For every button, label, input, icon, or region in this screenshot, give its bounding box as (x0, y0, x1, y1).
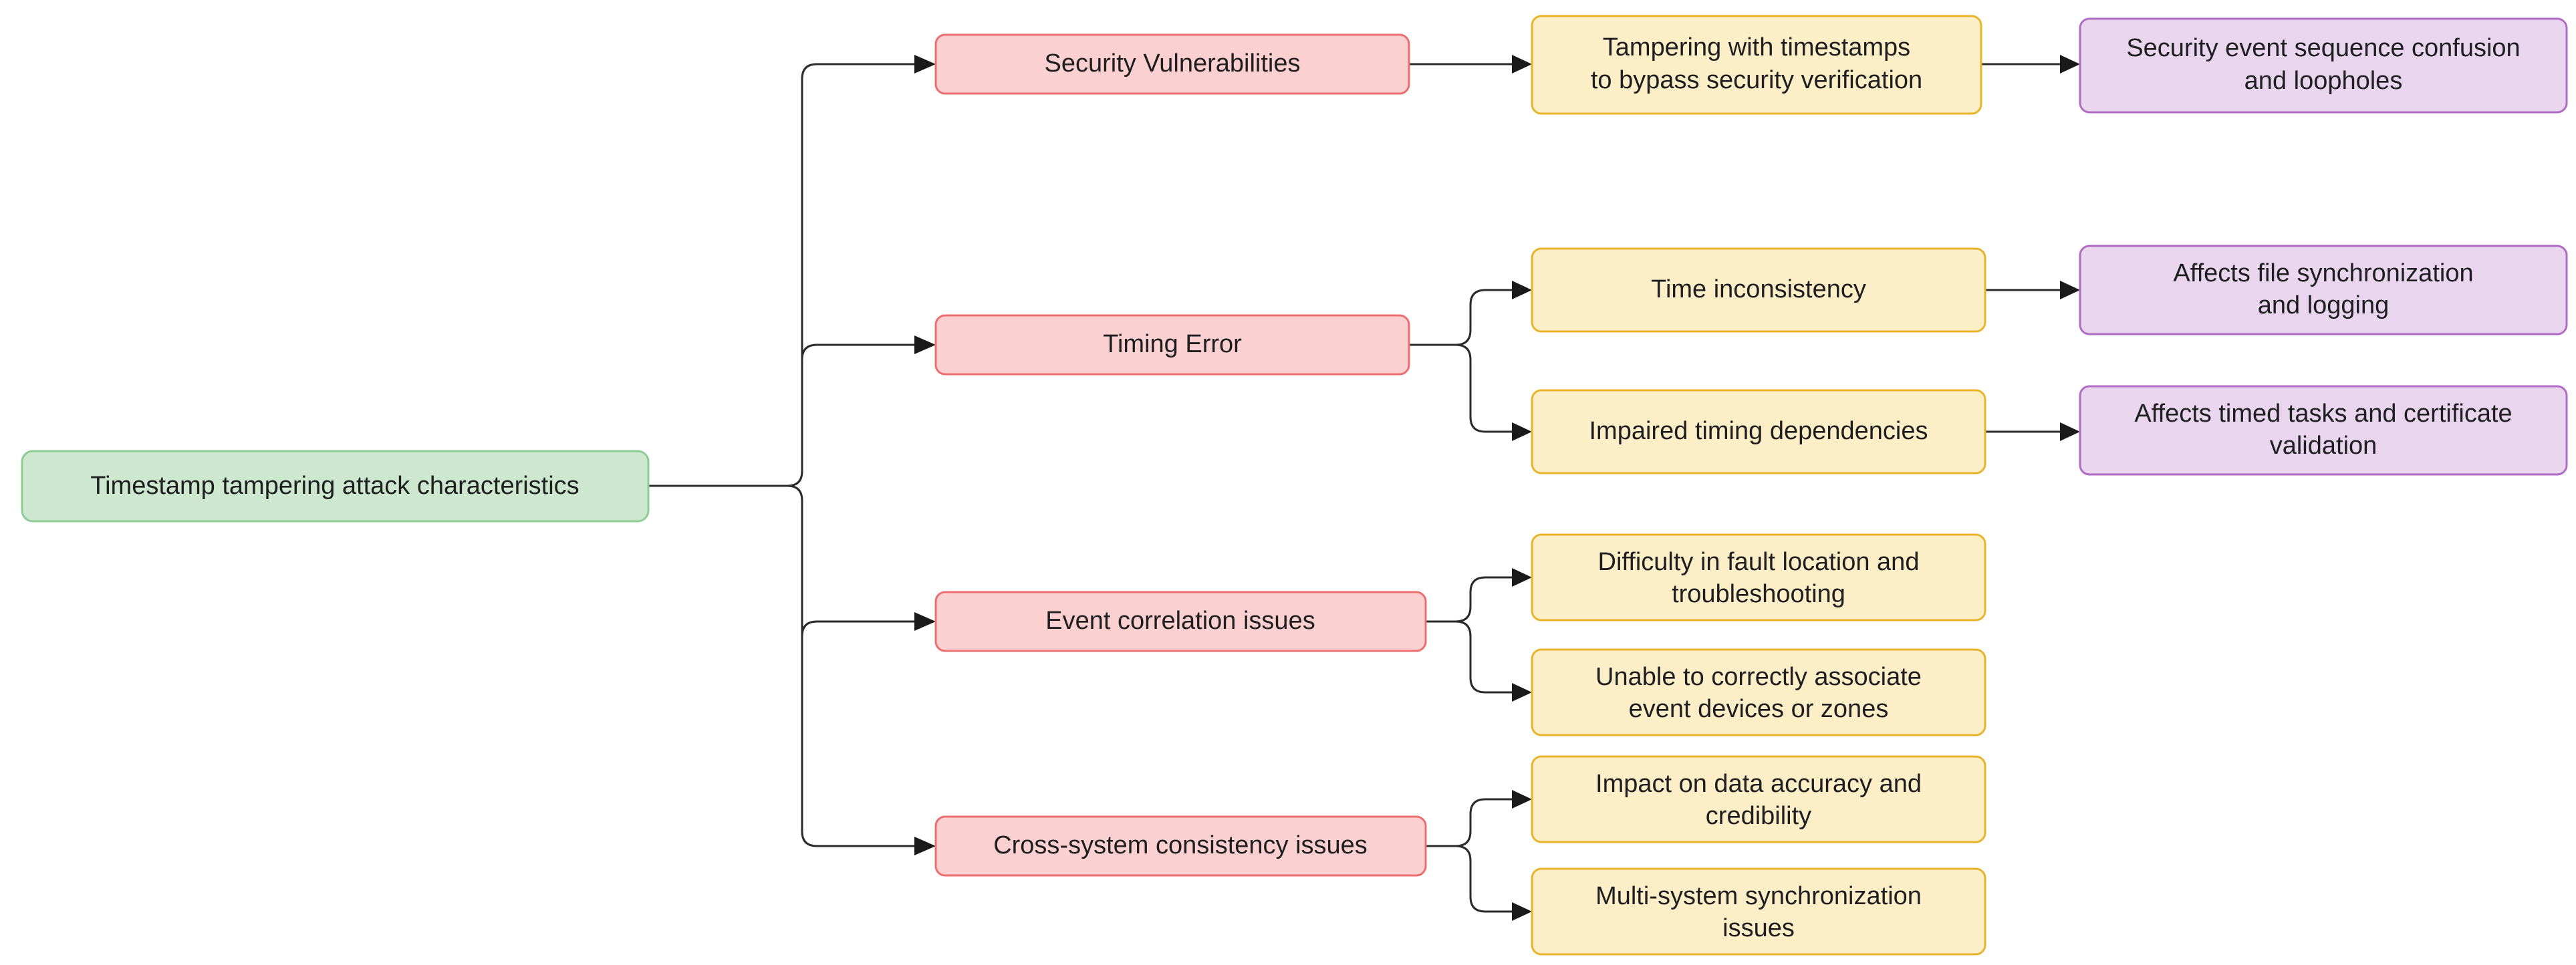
node-multi-system-synchronization-line2: issues (1722, 914, 1795, 942)
node-affects-file-synchronization[interactable]: Affects file synchronization and logging (2079, 245, 2568, 335)
node-affects-file-synchronization-line2: and logging (2258, 291, 2390, 319)
node-impact-data-accuracy[interactable]: Impact on data accuracy and credibility (1531, 755, 1986, 843)
node-security-event-sequence-confusion-line1: Security event sequence confusion (2126, 34, 2520, 62)
node-impaired-timing-dependencies-label: Impaired timing dependencies (1589, 417, 1928, 445)
node-event-correlation-issues[interactable]: Event correlation issues (934, 591, 1427, 652)
node-time-inconsistency[interactable]: Time inconsistency (1531, 247, 1986, 333)
node-unable-correctly-associate-line1: Unable to correctly associate (1595, 663, 1922, 691)
node-root-rect[interactable] (21, 450, 650, 523)
node-event-correlation-issues-rect[interactable] (934, 591, 1427, 652)
node-difficulty-fault-location[interactable]: Difficulty in fault location and trouble… (1531, 533, 1986, 622)
node-security-event-sequence-confusion-rect[interactable] (2079, 17, 2568, 114)
edge-arrow-b3c1 (1512, 568, 1532, 587)
node-security-event-sequence-confusion[interactable]: Security event sequence confusion and lo… (2079, 17, 2568, 114)
node-timing-error-label: Timing Error (1103, 330, 1242, 358)
node-impaired-timing-dependencies-rect[interactable] (1531, 389, 1986, 474)
edge-arrow-b4c2 (1512, 902, 1532, 921)
edge-arrow-b2c1g1 (2060, 281, 2080, 299)
node-impact-data-accuracy-rect[interactable] (1531, 755, 1986, 843)
node-affects-timed-tasks-line1: Affects timed tasks and certificate (2134, 400, 2512, 428)
node-tampering-timestamps-rect[interactable] (1531, 15, 1982, 115)
edge-arrow-b1c1 (1512, 55, 1532, 74)
node-difficulty-fault-location-rect[interactable] (1531, 533, 1986, 622)
node-difficulty-fault-location-line2: troubleshooting (1672, 580, 1845, 608)
node-impact-data-accuracy-line2: credibility (1706, 802, 1811, 830)
node-affects-timed-tasks-line2: validation (2270, 432, 2377, 460)
node-affects-timed-tasks[interactable]: Affects timed tasks and certificate vali… (2079, 385, 2568, 476)
node-security-event-sequence-confusion-line2: and loopholes (2244, 67, 2403, 95)
node-cross-system-consistency-issues[interactable]: Cross-system consistency issues (934, 815, 1427, 877)
edge-b3-split-stem (1426, 606, 1472, 623)
node-multi-system-synchronization-rect[interactable] (1531, 867, 1986, 956)
edge-b4-to-b4c1 (1469, 798, 1512, 831)
edge-b2-split-stem (1409, 329, 1472, 346)
edge-b3-to-b3c1 (1469, 576, 1512, 607)
edge-b4-split-stem (1426, 831, 1472, 847)
node-tampering-timestamps-line1: Tampering with timestamps (1603, 33, 1910, 61)
edge-trunk-to-b3 (801, 620, 914, 637)
node-security-vulnerabilities[interactable]: Security Vulnerabilities (934, 33, 1410, 95)
node-affects-timed-tasks-rect[interactable] (2079, 385, 2568, 476)
node-event-correlation-issues-label: Event correlation issues (1045, 607, 1315, 635)
node-tampering-timestamps-line2: to bypass security verification (1591, 66, 1922, 94)
node-difficulty-fault-location-line1: Difficulty in fault location and (1598, 548, 1920, 576)
edge-trunk-to-b2 (801, 343, 914, 360)
edge-root-to-trunk (648, 470, 803, 487)
edge-arrow-b3c2 (1512, 683, 1532, 702)
node-multi-system-synchronization[interactable]: Multi-system synchronization issues (1531, 867, 1986, 956)
edge-b2-to-b2c2 (1469, 360, 1512, 433)
edge-b3-to-b3c2 (1469, 636, 1512, 694)
node-cross-system-consistency-issues-label: Cross-system consistency issues (993, 831, 1368, 859)
node-time-inconsistency-label: Time inconsistency (1651, 275, 1866, 303)
edge-arrow-b4c1 (1512, 790, 1532, 809)
edge-arrow-b1c1g1 (2060, 55, 2080, 74)
edge-arrow-b2c1 (1512, 281, 1532, 299)
edge-trunk-upper (801, 63, 914, 471)
node-security-vulnerabilities-label: Security Vulnerabilities (1045, 49, 1301, 78)
edge-arrow-b2c2g1 (2060, 422, 2080, 441)
edge-arrow-b4 (914, 837, 936, 855)
node-timing-error-rect[interactable] (934, 314, 1410, 376)
node-cross-system-consistency-issues-rect[interactable] (934, 815, 1427, 877)
edge-arrow-b2c2 (1512, 422, 1532, 441)
node-affects-file-synchronization-line1: Affects file synchronization (2173, 259, 2473, 287)
node-unable-correctly-associate[interactable]: Unable to correctly associate event devi… (1531, 648, 1986, 736)
node-impact-data-accuracy-line1: Impact on data accuracy and (1595, 770, 1922, 798)
edge-layer (648, 55, 2080, 921)
node-unable-correctly-associate-rect[interactable] (1531, 648, 1986, 736)
edge-b4-to-b4c2 (1469, 861, 1512, 913)
node-affects-file-synchronization-rect[interactable] (2079, 245, 2568, 335)
node-security-vulnerabilities-rect[interactable] (934, 33, 1410, 95)
node-unable-correctly-associate-line2: event devices or zones (1629, 695, 1889, 723)
edge-b3-split-stem-lower (1426, 620, 1472, 637)
node-tampering-timestamps[interactable]: Tampering with timestamps to bypass secu… (1531, 15, 1982, 115)
edge-trunk-lower (801, 501, 914, 847)
node-impaired-timing-dependencies[interactable]: Impaired timing dependencies (1531, 389, 1986, 474)
edge-arrow-b2 (914, 335, 936, 354)
node-root[interactable]: Timestamp tampering attack characteristi… (21, 450, 650, 523)
edge-b4-split-stem-lower (1426, 845, 1472, 861)
edge-arrow-b1 (914, 55, 936, 74)
node-time-inconsistency-rect[interactable] (1531, 247, 1986, 333)
node-root-label: Timestamp tampering attack characteristi… (90, 472, 579, 500)
node-timing-error[interactable]: Timing Error (934, 314, 1410, 376)
node-multi-system-synchronization-line1: Multi-system synchronization (1595, 882, 1922, 910)
node-layer: Timestamp tampering attack characteristi… (21, 15, 2568, 956)
edge-b2-to-b2c1 (1469, 289, 1512, 330)
edge-root-to-trunk-lower (648, 485, 803, 501)
edge-b2-split-stem-lower (1409, 343, 1472, 360)
edge-arrow-b3 (914, 612, 936, 631)
